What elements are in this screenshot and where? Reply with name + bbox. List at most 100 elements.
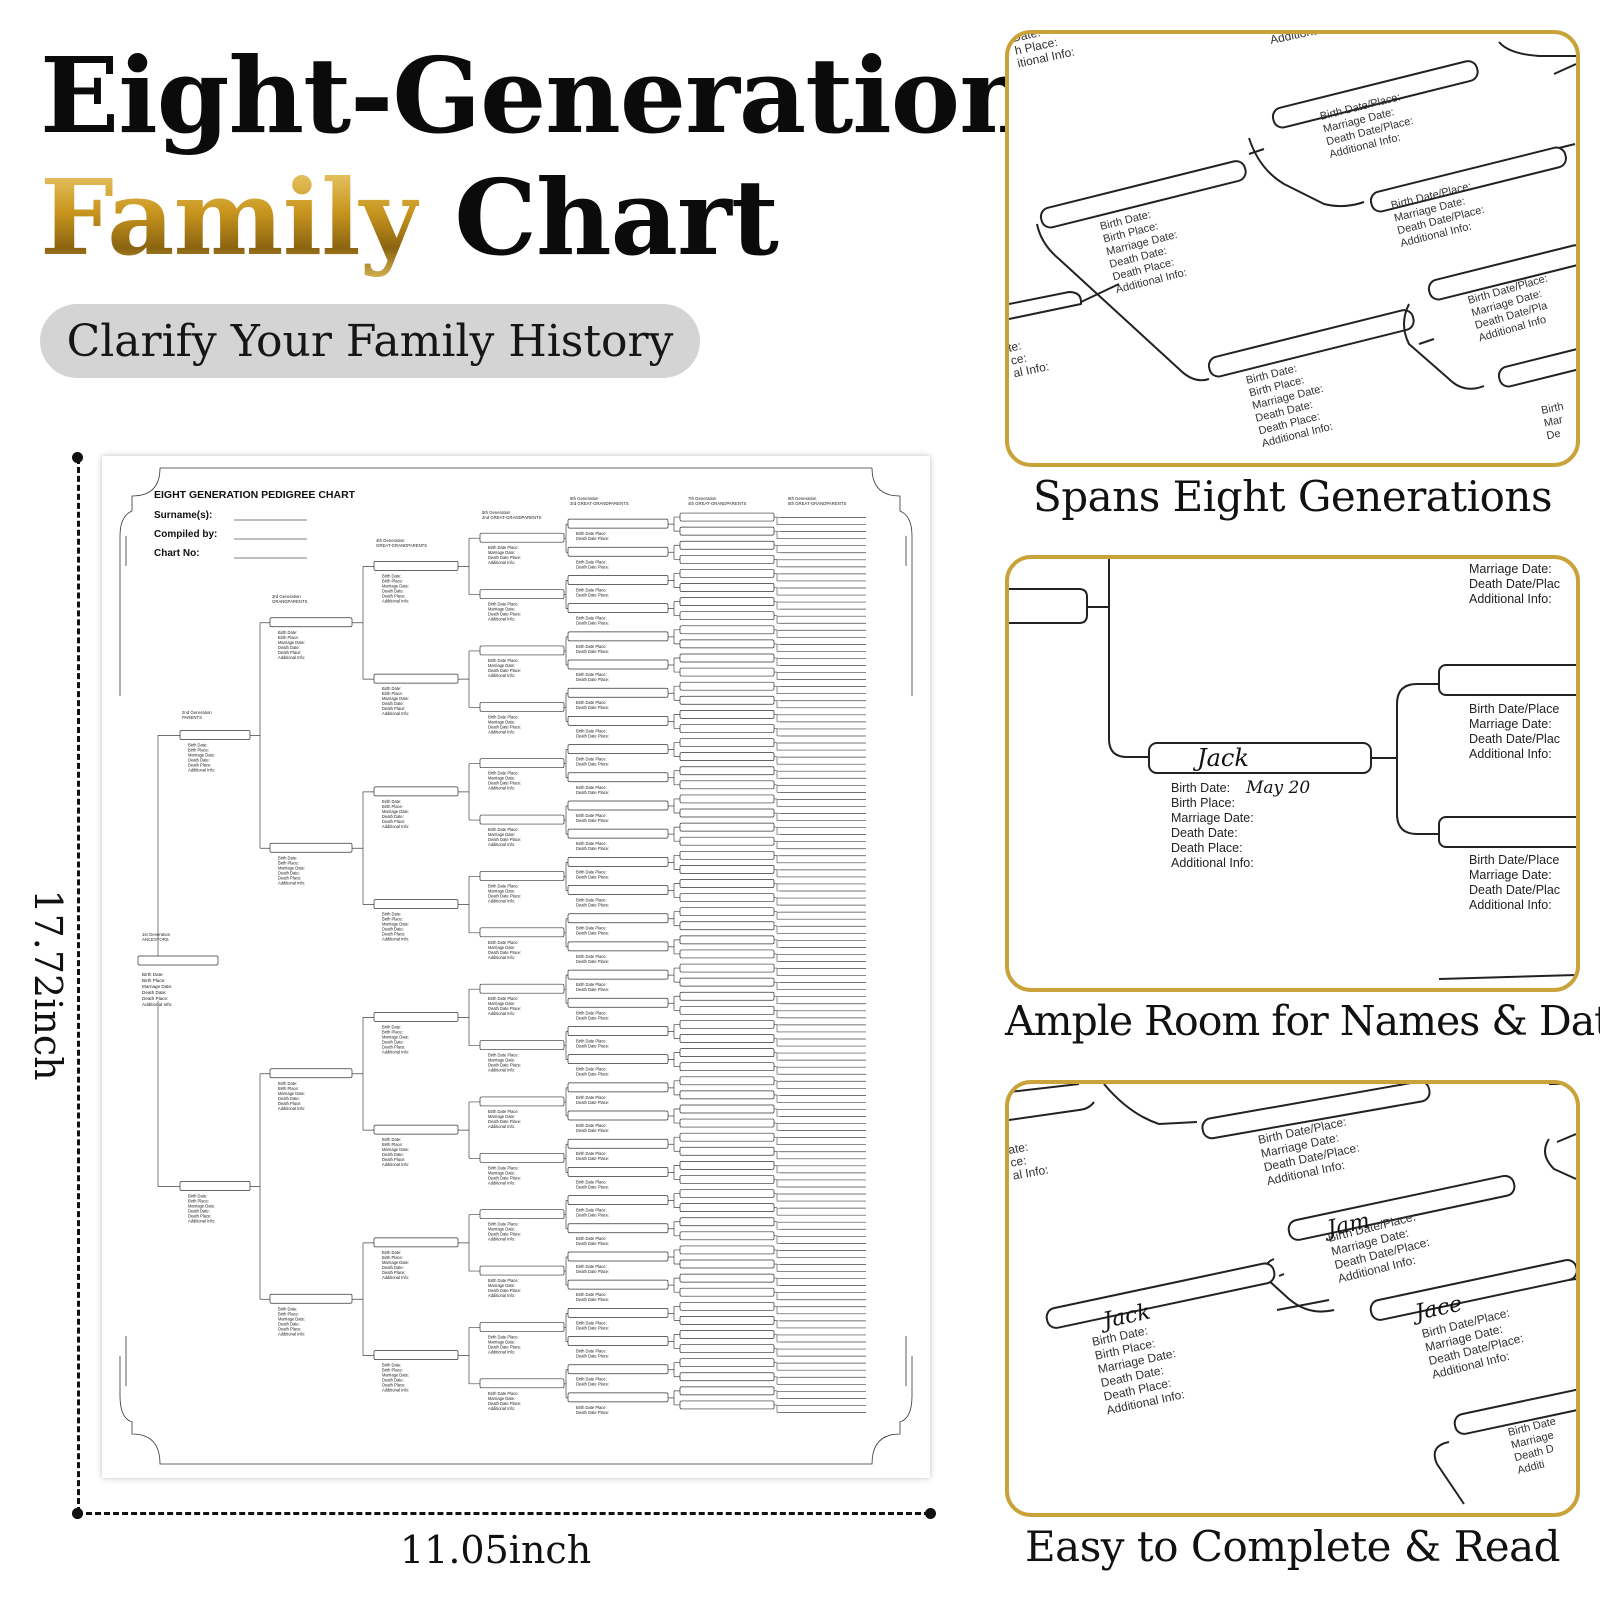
person-name-box [567,1364,669,1375]
tree-connector [668,1249,680,1265]
p1-name-box-edge-rect [1497,345,1576,388]
person-info-line: Birth Date Place: [488,545,519,550]
person-info-line: Death Date Place: [576,1297,609,1302]
person-name-box [679,963,775,973]
person-info-line: Death Date Place: [576,705,609,710]
person-info-line: Birth Place: [382,1368,403,1373]
p1-name-box-mid [1369,146,1567,213]
person-info-line: Birth Place: [188,1199,209,1204]
person-name-box [269,1068,353,1079]
tree-connector [564,1087,568,1117]
p3-name-box-bottom-right-rect [1453,1387,1576,1435]
p1-right-edge-text-line: Mar [1543,414,1564,430]
person-info-line: Death Date Place: [576,1382,609,1387]
person-name-box [679,1132,775,1142]
person-info-line: Birth Date Place: [576,1264,607,1269]
poster-field-label: Compiled by: [154,529,217,540]
p3-connector-top [1103,1084,1198,1125]
tree-connector [774,742,780,751]
person-info-line: Birth Date Place: [576,841,607,846]
p1-corner-top-text-line: Additional Info: [1269,34,1350,47]
tree-connector [564,749,568,779]
tree-connector [668,854,680,870]
p1-right-edge-text-line: Birth [1540,400,1565,416]
person-info-line: Marriage Date: [278,1316,305,1321]
person-info-line: Birth Date Place: [576,559,607,564]
generation-label: 7th Generation [688,496,717,501]
person-info-line: Additional Info: [188,768,215,773]
tree-connector [774,756,780,765]
person-info-line: Death Date: [188,758,210,763]
person-info-line: Death Place: [278,1326,301,1331]
person-info-line: Death Date Place: [488,950,521,955]
tree-connector [564,692,568,722]
person-info-line: Death Date: [382,1378,404,1383]
person-info-line: Marriage Date: [382,696,409,701]
person-info-line: Death Date: [382,1039,404,1044]
p1-name-box-low-rect [1207,309,1415,378]
person-name-box [373,786,459,797]
person-info-line: Death Date Place: [488,781,521,786]
person-info-line: Death Date Place: [576,987,609,992]
person-name-box [567,1251,669,1262]
person-name-box [679,639,775,649]
person-info-line: Death Date Place: [576,931,609,936]
person-info-line: Death Date Place: [576,903,609,908]
tree-connector [352,1242,374,1356]
person-name-box [479,1322,565,1332]
generation-label: 1st Generation [142,932,171,937]
person-info-line: Death Date: [382,701,404,706]
tree-connector [668,911,680,927]
tree-connector [668,1390,680,1406]
person-info-line: Birth Date Place: [488,1278,519,1283]
tree-connector [668,573,680,588]
tree-connector [352,791,374,905]
tree-connector [668,1221,680,1237]
person-info-line: Birth Date: [382,1363,401,1368]
person-info-line: Birth Date Place: [576,869,607,874]
p1-corner-left-text-line: Date: [1011,34,1042,45]
person-info-line: Death Date: [188,1209,210,1214]
p1-connector-left [1080,283,1120,303]
person-info-line: Birth Date Place: [576,1292,607,1297]
person-name-box [679,1386,775,1396]
person-name-box [479,871,565,881]
person-name-box [567,1223,669,1234]
person-info-line: Death Date Place: [576,1043,609,1048]
person-name-box [479,927,565,938]
person-name-box [567,631,669,642]
person-info-line: Death Date: [382,814,404,819]
person-info-line: Death Date Place: [576,1156,609,1161]
tree-connector [774,1390,780,1399]
person-info-line: Marriage Date: [488,1396,515,1401]
person-info-line: Additional Info: [488,1011,515,1016]
person-name-box [479,1152,565,1163]
person-name-box [679,865,775,874]
tree-connector [774,615,780,624]
person-info-line: Birth Place: [382,578,403,583]
person-info-line: Birth Date: [278,1081,297,1086]
person-info-line: Birth Date Place: [576,1038,607,1043]
person-name-box [679,949,775,959]
person-name-box [679,766,775,776]
person-name-box [269,1293,353,1304]
width-label: 11.05inch [400,1528,592,1572]
person-name-box [567,716,669,726]
tree-connector [668,1193,680,1208]
person-name-box [679,724,775,733]
tree-connector [668,544,680,560]
person-info-line: Additional Info: [188,1219,215,1224]
generation-label: 4th GREAT-GRANDPARENTS [688,501,746,506]
p3-name-box-jack [1045,1262,1276,1329]
person-info-line: Birth Date: [382,686,401,691]
person-info-line: Additional Info: [488,1124,515,1129]
tree-connector [774,516,780,525]
person-info-line: Birth Date Place: [576,644,607,649]
person-name-box [679,850,775,860]
person-name-box [679,935,775,945]
person-name-box [479,1096,565,1107]
tree-connector [458,1327,480,1385]
generation-label: GRANDPARENTS [272,599,308,604]
